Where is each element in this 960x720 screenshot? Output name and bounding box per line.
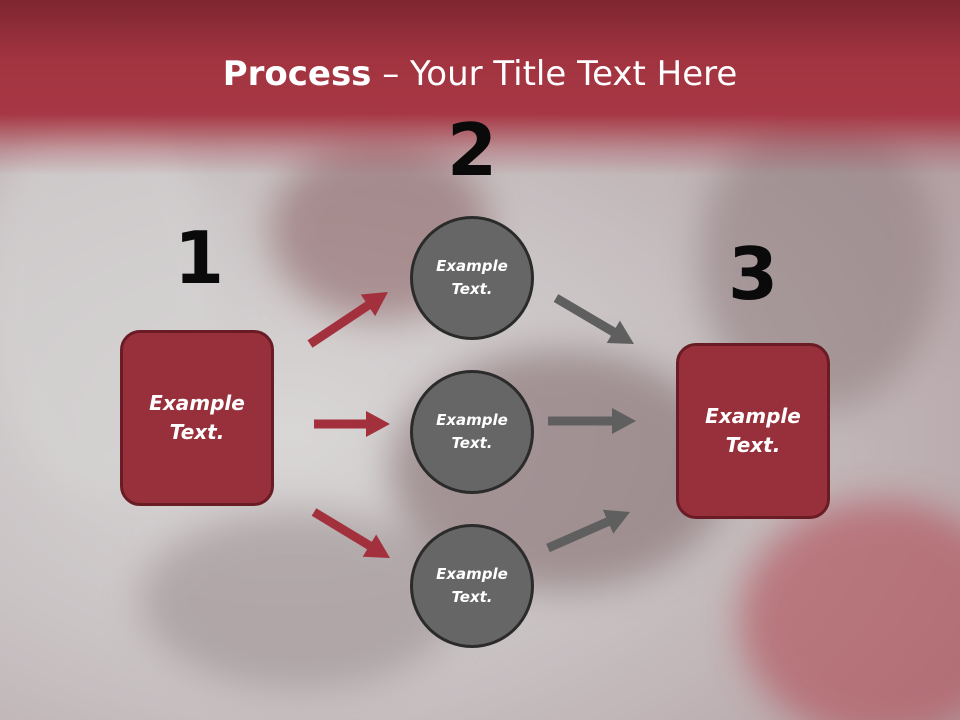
arrow-to-middle-node xyxy=(314,411,390,437)
step-2-node-top-label: Example Text. xyxy=(436,257,508,298)
arrow-from-bottom-node xyxy=(546,509,630,553)
title-rest: – Your Title Text Here xyxy=(371,54,738,94)
step-3-label: Example Text. xyxy=(705,404,801,457)
step-number-3: 3 xyxy=(727,232,779,316)
title-bold: Process xyxy=(222,54,372,94)
step-number-1: 1 xyxy=(173,216,225,300)
header-band xyxy=(0,0,960,175)
arrow-from-middle-node xyxy=(548,408,636,434)
arrow-to-top-node xyxy=(307,292,388,348)
step-2-node-bottom-label: Example Text. xyxy=(436,565,508,606)
step-3-box: Example Text. xyxy=(676,343,830,519)
step-1-box: Example Text. xyxy=(120,330,274,506)
step-number-2: 2 xyxy=(446,108,498,192)
step-1-label: Example Text. xyxy=(149,391,245,444)
arrow-from-top-node xyxy=(553,294,634,344)
arrow-to-bottom-node xyxy=(311,508,390,558)
step-2-node-middle-label: Example Text. xyxy=(436,411,508,452)
step-2-node-top: Example Text. xyxy=(410,216,534,340)
slide-title: Process – Your Title Text Here xyxy=(0,54,960,94)
step-2-node-middle: Example Text. xyxy=(410,370,534,494)
step-2-node-bottom: Example Text. xyxy=(410,524,534,648)
